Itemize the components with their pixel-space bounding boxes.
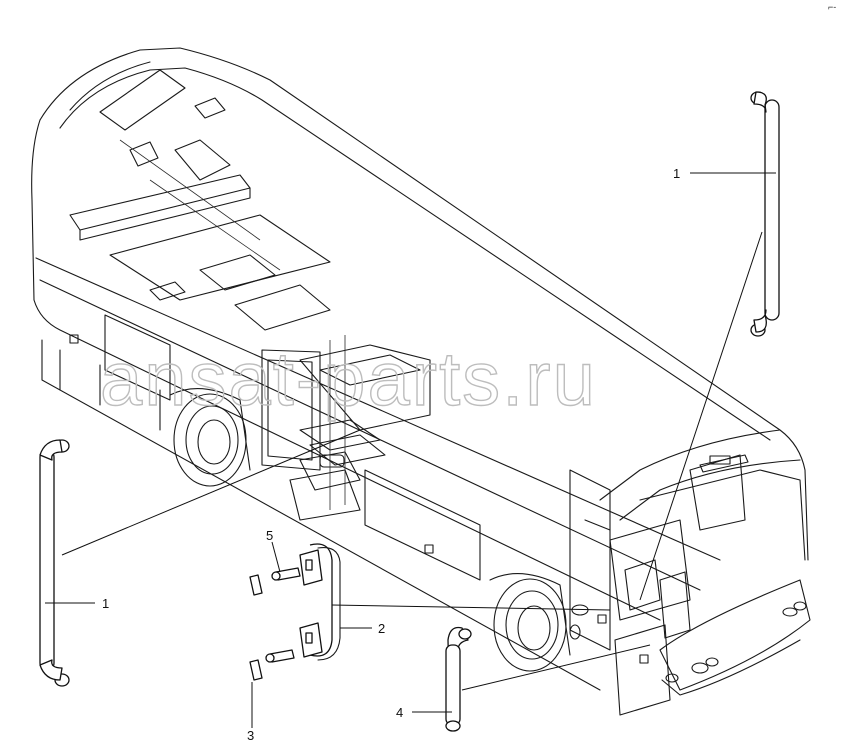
callout-1-right: 1 bbox=[673, 166, 680, 181]
callout-5: 5 bbox=[266, 528, 273, 543]
part-3-cap bbox=[249, 649, 295, 681]
bus-body bbox=[31, 47, 811, 716]
rear-wheel bbox=[489, 573, 571, 672]
part-2-bracket-handle bbox=[299, 543, 341, 661]
watermark: ansat-parts.ru bbox=[100, 337, 597, 422]
part-1-handle-right bbox=[750, 91, 780, 337]
front-wheel bbox=[169, 388, 251, 487]
part-5-screw bbox=[249, 567, 301, 596]
corner-mark: ⌐- bbox=[828, 2, 836, 12]
callout-3: 3 bbox=[247, 728, 254, 743]
part-4-pipe bbox=[445, 626, 472, 732]
callout-2: 2 bbox=[378, 621, 385, 636]
callout-1-left: 1 bbox=[102, 596, 109, 611]
part-1-handle-left bbox=[39, 439, 70, 687]
leader-lines bbox=[45, 172, 776, 728]
callout-4: 4 bbox=[396, 705, 403, 720]
